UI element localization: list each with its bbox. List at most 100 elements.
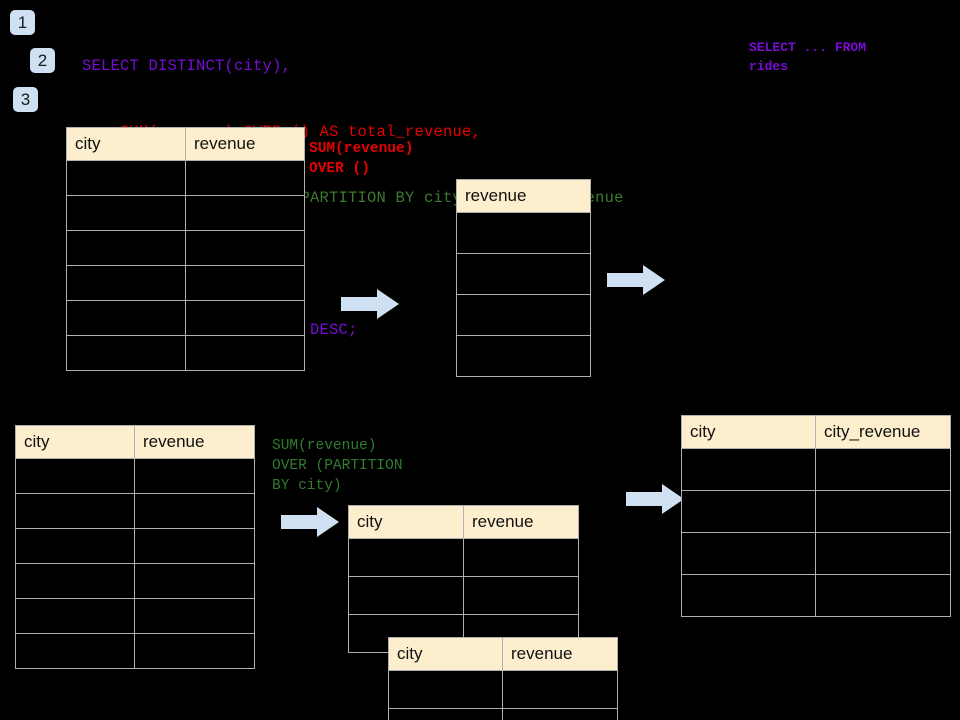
table-row (681, 532, 951, 575)
cell (463, 576, 579, 615)
table-row (66, 265, 305, 301)
table-row (66, 335, 305, 371)
arrow-source-to-partition (281, 507, 339, 537)
cell (15, 528, 135, 564)
cell (134, 528, 255, 564)
cell (463, 538, 579, 577)
column-header-city-revenue: city_revenue (815, 415, 951, 449)
annotation-sum-over-partition: SUM(revenue) OVER (PARTITION BY city) (272, 438, 403, 494)
table-row (15, 598, 255, 634)
table-row (66, 160, 305, 196)
cell (185, 160, 305, 196)
table-row (388, 670, 618, 709)
cell (815, 490, 951, 533)
column-header-revenue: revenue (463, 505, 579, 539)
step-badge-3: 3 (13, 87, 38, 112)
table-header-row: city revenue (15, 425, 255, 459)
table-row (66, 300, 305, 336)
arrow-source-to-total (341, 289, 399, 319)
cell (815, 574, 951, 617)
cell (134, 563, 255, 599)
table-row (15, 528, 255, 564)
cell (681, 448, 816, 491)
cell (15, 493, 135, 529)
cell (185, 335, 305, 371)
column-header-city: city (681, 415, 816, 449)
result-table: city city_revenue (681, 415, 951, 617)
cell (502, 670, 618, 709)
partition-table-front: city revenue (388, 637, 618, 720)
table-row (681, 448, 951, 491)
cell (388, 708, 503, 720)
column-header-city: city (388, 637, 503, 671)
cell (134, 458, 255, 494)
cell (66, 300, 186, 336)
cell (456, 294, 591, 336)
table-row (15, 563, 255, 599)
cell (134, 633, 255, 669)
cell (681, 574, 816, 617)
cell (348, 538, 464, 577)
cell (185, 230, 305, 266)
column-header-revenue: revenue (502, 637, 618, 671)
rides-source-table-bottom: city revenue (15, 425, 255, 669)
cell (348, 576, 464, 615)
table-row (456, 335, 591, 377)
cell (134, 493, 255, 529)
column-header-city: city (66, 127, 186, 161)
arrow-total-to-result (607, 265, 665, 295)
arrow-partition-to-result (626, 484, 684, 514)
table-row (456, 253, 591, 295)
column-header-city: city (348, 505, 464, 539)
rides-source-table-top: city revenue (66, 127, 305, 371)
cell (185, 300, 305, 336)
cell (15, 563, 135, 599)
cell (502, 708, 618, 720)
cell (456, 335, 591, 377)
cell (456, 253, 591, 295)
table-header-row: city city_revenue (681, 415, 951, 449)
table-row (348, 538, 579, 577)
cell (66, 195, 186, 231)
cell (185, 265, 305, 301)
sql-line-1: SELECT DISTINCT(city), (82, 57, 292, 75)
cell (66, 335, 186, 371)
step-badge-1: 1 (10, 10, 35, 35)
table-row (681, 490, 951, 533)
annotation-select-from: SELECT ... FROM rides (749, 40, 867, 74)
table-row (456, 212, 591, 254)
table-header-row: city revenue (348, 505, 579, 539)
column-header-revenue: revenue (185, 127, 305, 161)
table-header-row: revenue (456, 179, 591, 213)
cell (66, 265, 186, 301)
column-header-revenue: revenue (134, 425, 255, 459)
cell (388, 670, 503, 709)
table-row (66, 230, 305, 266)
cell (15, 633, 135, 669)
cell (815, 532, 951, 575)
cell (681, 490, 816, 533)
partition-table-back: city revenue (348, 505, 579, 653)
cell (681, 532, 816, 575)
table-row (15, 458, 255, 494)
cell (15, 458, 135, 494)
step-badge-2: 2 (30, 48, 55, 73)
table-row (348, 576, 579, 615)
table-header-row: city revenue (66, 127, 305, 161)
table-row (388, 708, 618, 720)
table-row (15, 633, 255, 669)
cell (66, 160, 186, 196)
annotation-sum-over-empty: SUM(revenue) OVER () (309, 141, 414, 177)
total-revenue-table: revenue (456, 179, 591, 377)
table-row (456, 294, 591, 336)
cell (456, 212, 591, 254)
cell (134, 598, 255, 634)
column-header-city: city (15, 425, 135, 459)
cell (815, 448, 951, 491)
table-row (15, 493, 255, 529)
table-row (66, 195, 305, 231)
table-header-row: city revenue (388, 637, 618, 671)
column-header-revenue: revenue (456, 179, 591, 213)
table-row (681, 574, 951, 617)
